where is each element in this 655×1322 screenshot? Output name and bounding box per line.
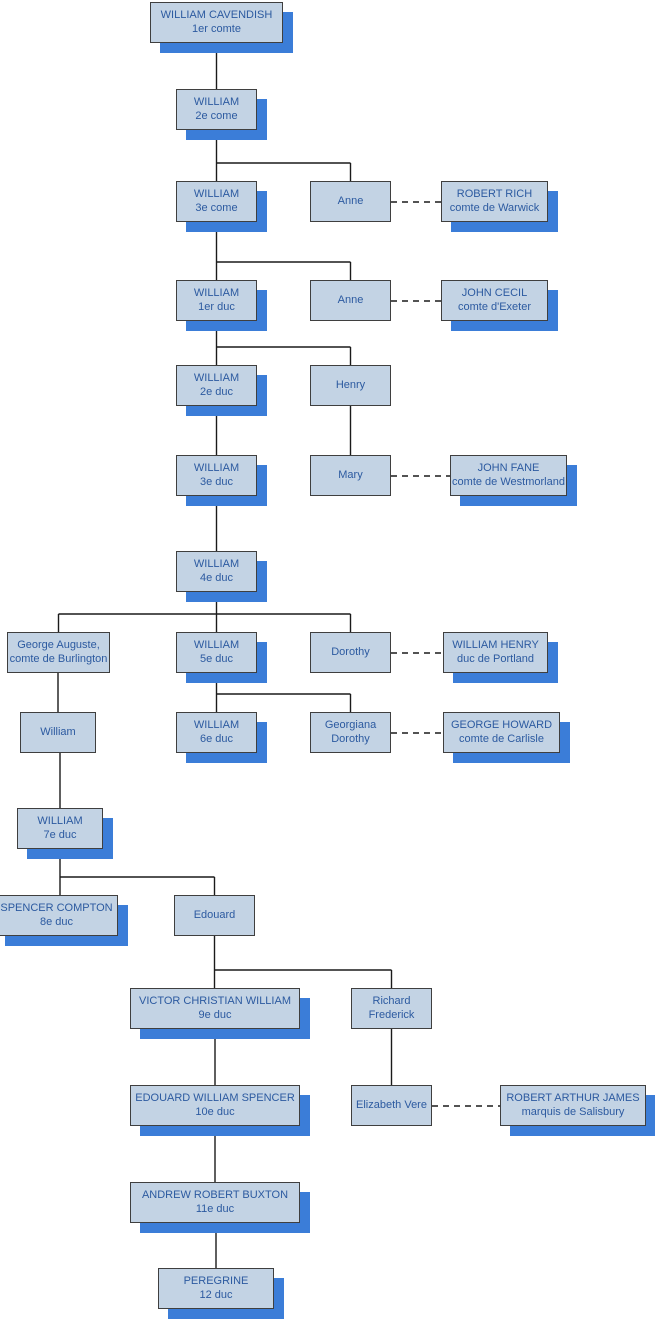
node-line-1: Georgiana — [324, 719, 377, 732]
node-line-2: 2e duc — [199, 385, 234, 398]
tree-node[interactable]: Anne — [310, 181, 391, 222]
node-line-1: Anne — [337, 293, 364, 306]
node-line-2: 4e duc — [199, 571, 234, 584]
node-line-1: GEORGE HOWARD — [450, 719, 553, 732]
node-line-2: 5e duc — [199, 652, 234, 665]
node-line-2: Frederick — [368, 1008, 415, 1021]
node-line-1: JOHN CECIL — [461, 287, 528, 300]
node-line-1: WILLIAM — [193, 639, 240, 652]
node-line-1: WILLIAM — [193, 188, 240, 201]
node-line-2: 10e duc — [195, 1105, 235, 1118]
node-line-1: SPENCER COMPTON — [0, 902, 113, 915]
tree-node[interactable]: Henry — [310, 365, 391, 406]
node-line-1: William — [40, 725, 76, 738]
tree-node[interactable]: Edouard — [174, 895, 255, 936]
node-line-1: WILLIAM CAVENDISH — [160, 9, 273, 22]
tree-node[interactable]: William — [20, 712, 96, 753]
node-line-2: 8e duc — [39, 915, 74, 928]
node-line-2: duc de Portland — [456, 652, 535, 665]
node-line-2: 3e duc — [199, 475, 234, 488]
node-line-2: Dorothy — [331, 732, 370, 745]
node-line-2: comte de Carlisle — [459, 732, 544, 745]
node-line-1: PEREGRINE — [183, 1275, 249, 1288]
node-line-2: 12 duc — [199, 1288, 233, 1301]
tree-node[interactable]: Dorothy — [310, 632, 391, 673]
node-line-2: comte d'Exeter — [457, 300, 532, 313]
node-line-2: 1er duc — [198, 300, 235, 313]
node-line-1: WILLIAM — [193, 372, 240, 385]
node-line-1: WILLIAM — [193, 462, 240, 475]
tree-node[interactable]: George Auguste,comte de Burlington — [7, 632, 110, 673]
node-line-1: VICTOR CHRISTIAN WILLIAM — [139, 995, 291, 1008]
node-line-2: marquis de Salisbury — [521, 1105, 625, 1118]
node-line-1: WILLIAM — [193, 719, 240, 732]
node-line-1: Elizabeth Vere — [356, 1098, 427, 1111]
node-line-1: Richard — [372, 995, 411, 1008]
node-line-2: 2e come — [195, 109, 238, 122]
node-line-2: comte de Westmorland — [452, 475, 565, 488]
node-line-2: 11e duc — [195, 1202, 235, 1215]
node-line-1: ANDREW ROBERT BUXTON — [141, 1189, 289, 1202]
node-line-1: Mary — [338, 468, 363, 481]
node-line-1: WILLIAM — [193, 558, 240, 571]
tree-node[interactable]: Elizabeth Vere — [351, 1085, 432, 1126]
node-line-2: 1er comte — [192, 22, 241, 35]
tree-node[interactable]: Mary — [310, 455, 391, 496]
node-line-2: 3e come — [195, 201, 238, 214]
node-line-2: 7e duc — [43, 828, 77, 841]
node-line-1: ROBERT ARTHUR JAMES — [506, 1092, 640, 1105]
node-line-1: WILLIAM — [193, 287, 240, 300]
node-line-2: comte de Warwick — [449, 201, 540, 214]
node-line-1: WILLIAM — [193, 96, 240, 109]
node-line-1: WILLIAM HENRY — [452, 639, 539, 652]
node-line-1: Dorothy — [331, 645, 370, 658]
node-line-1: ROBERT RICH — [456, 188, 533, 201]
node-line-1: Edouard — [193, 908, 236, 921]
node-line-2: 6e duc — [199, 732, 234, 745]
node-line-2: 9e duc — [198, 1008, 232, 1021]
node-line-1: Anne — [337, 194, 364, 207]
node-line-1: George Auguste, — [17, 639, 100, 652]
node-line-1: WILLIAM — [37, 815, 83, 828]
node-line-1: EDOUARD WILLIAM SPENCER — [135, 1092, 295, 1105]
node-line-2: comte de Burlington — [9, 652, 108, 665]
node-line-1: JOHN FANE — [477, 462, 540, 475]
node-line-1: Henry — [335, 378, 366, 391]
tree-node[interactable]: Anne — [310, 280, 391, 321]
